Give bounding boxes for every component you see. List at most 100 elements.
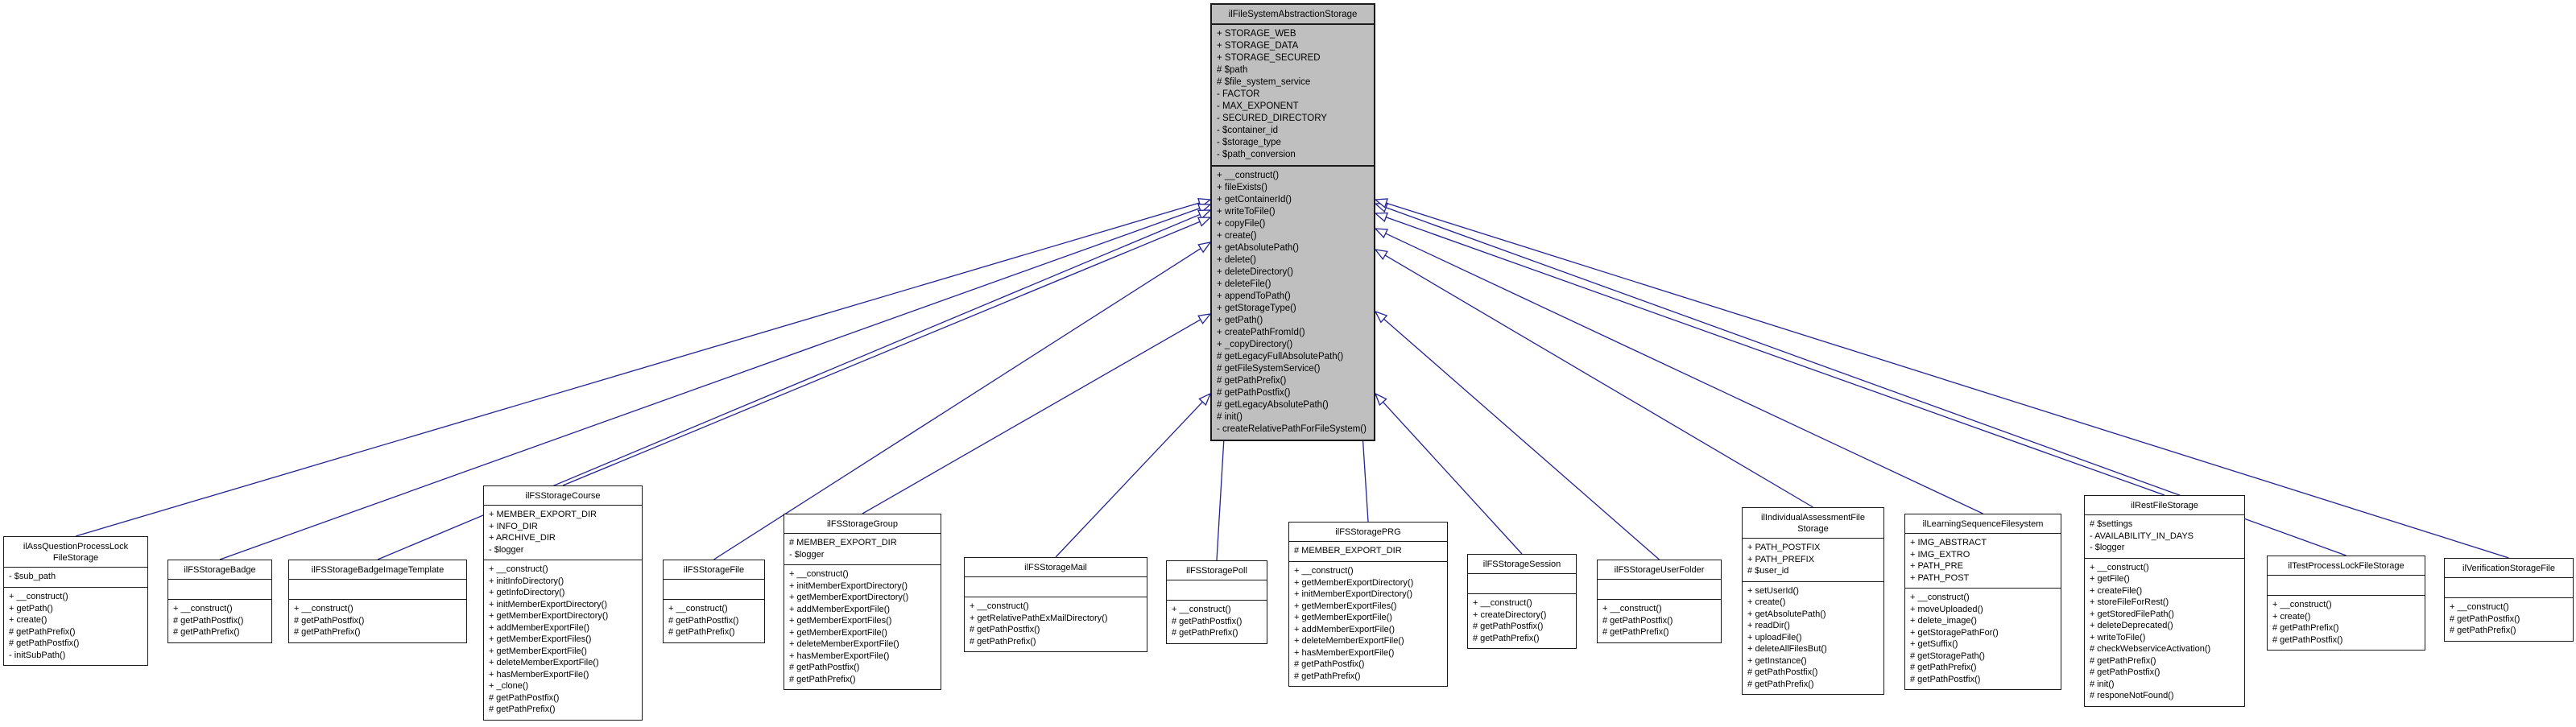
class-node-ilFSStoragePoll: ilFSStoragePoll+ __construct()# getPathP…: [1166, 560, 1267, 644]
inheritance-arrowhead: [1374, 249, 1388, 260]
class-method: + setUserId(): [1747, 585, 1799, 596]
class-method: + deleteAllFilesBut(): [1747, 644, 1827, 654]
class-method: + copyFile(): [1217, 219, 1266, 229]
class-method: + getMemberExportFile(): [1294, 613, 1392, 622]
class-method: + getContainerId(): [1217, 195, 1292, 204]
class-method: + getFile(): [2090, 574, 2130, 584]
class-attribute: - $logger: [2090, 543, 2125, 552]
inheritance-arrowhead: [1374, 392, 1387, 407]
class-methods-section: + __construct()+ moveUploaded()+ delete_…: [1905, 588, 2061, 689]
class-method: + getInfoDirectory(): [489, 588, 565, 597]
inheritance-arrowhead: [1197, 313, 1212, 324]
class-attribute: # MEMBER_EXPORT_DIR: [789, 538, 897, 547]
class-method: - createRelativePathForFileSystem(): [1217, 424, 1367, 434]
class-title-link-ilFSStorageMail[interactable]: ilFSStorageMail: [965, 558, 1147, 576]
class-name: ilRestFileStorage: [2131, 501, 2198, 510]
class-method: # getPathPrefix(): [2272, 623, 2339, 633]
class-name: ilVerificationStorageFile: [2462, 564, 2555, 573]
class-method: # getPathPrefix(): [489, 704, 556, 714]
class-method: # getPathPrefix(): [1473, 633, 1540, 643]
class-attributes-section: # MEMBER_EXPORT_DIR- $logger: [784, 533, 941, 564]
class-method: + fileExists(): [1217, 183, 1267, 192]
class-method: + __construct(): [173, 604, 233, 613]
class-method: + __construct(): [1217, 171, 1280, 180]
class-title-link-ilRestFileStorage[interactable]: ilRestFileStorage: [2085, 496, 2244, 514]
class-name: ilLearningSequenceFilesystem: [1922, 519, 2044, 529]
class-method: + createPathFromId(): [1217, 328, 1305, 337]
class-method: + initMemberExportDirectory(): [789, 580, 908, 591]
inheritance-arrowhead: [1374, 310, 1388, 324]
class-method: + create(): [2272, 611, 2311, 622]
class-method: + deleteMemberExportFile(): [789, 639, 899, 649]
class-methods-section: + __construct()+ initInfoDirectory()+ ge…: [484, 560, 642, 720]
class-method: + deleteDirectory(): [1217, 267, 1293, 277]
class-method: # getFileSystemService(): [1217, 364, 1321, 374]
class-method: # getPathPostfix(): [489, 692, 560, 703]
class-methods-section: + __construct() + fileExists() + getContai…: [1212, 165, 1374, 440]
class-method: # getPathPrefix(): [1217, 376, 1287, 386]
class-method: # getPathPostfix(): [1910, 674, 1981, 684]
class-attribute: - $sub_path: [9, 572, 56, 581]
class-method: + __construct(): [294, 604, 354, 613]
class-method: + _clone(): [489, 681, 529, 691]
class-method: + create(): [9, 615, 48, 625]
class-method: + addMemberExportFile(): [789, 604, 891, 614]
class-method: + getPath(): [9, 603, 53, 613]
class-attribute: + MEMBER_EXPORT_DIR: [489, 510, 597, 519]
class-method: + getMemberExportFiles(): [789, 616, 892, 626]
class-method: # getPathPrefix(): [1294, 671, 1361, 681]
class-title-link-ilFSStorageBadge[interactable]: ilFSStorageBadge: [168, 560, 271, 579]
inheritance-edge: [1386, 202, 2509, 559]
class-title-link-ilFSStorageFile[interactable]: ilFSStorageFile: [664, 560, 764, 579]
class-method: + create(): [1747, 597, 1786, 607]
class-method: + deleteDeprecated(): [2090, 621, 2173, 630]
class-title-link-ilVerificationStorageFile[interactable]: ilVerificationStorageFile: [2445, 559, 2573, 577]
class-attribute: - FACTOR: [1217, 89, 1260, 99]
class-node-ilVerificationStorageFile: ilVerificationStorageFile+ __construct()…: [2444, 558, 2574, 642]
class-title-link-ilTestProcessLockFileStorage[interactable]: ilTestProcessLockFileStorage: [2268, 556, 2425, 575]
class-method: + __construct(): [1473, 598, 1532, 608]
class-attribute: + STORAGE_WEB: [1217, 29, 1296, 39]
class-attributes-section: + IMG_ABSTRACT+ IMG_EXTRO+ PATH_PRE+ PAT…: [1905, 533, 2061, 588]
class-node-ilFSStorageGroup: ilFSStorageGroup# MEMBER_EXPORT_DIR- $lo…: [784, 514, 941, 690]
class-method: + _copyDirectory(): [1217, 340, 1293, 349]
class-title-link-ilFSStorageBadgeImageTemplate[interactable]: ilFSStorageBadgeImageTemplate: [289, 560, 466, 579]
class-methods-section: + __construct()+ initMemberExportDirecto…: [784, 564, 941, 689]
class-name: ilFSStorageUserFolder: [1614, 565, 1705, 575]
class-title-link-ilFSStoragePoll[interactable]: ilFSStoragePoll: [1167, 561, 1267, 580]
inheritance-edge: [1385, 233, 1983, 514]
class-attribute: + IMG_EXTRO: [1910, 549, 1970, 560]
class-method: # getPathPrefix(): [668, 627, 735, 637]
class-method: # init(): [2090, 679, 2115, 689]
inheritance-edge: [219, 208, 1201, 560]
class-node-ilFSStorageUserFolder: ilFSStorageUserFolder+ __construct()# ge…: [1597, 560, 1722, 643]
class-node-ilLearningSequenceFilesystem: ilLearningSequenceFilesystem + IMG_ABSTRA…: [1904, 514, 2061, 690]
class-method: + getRelativePathExMailDirectory(): [970, 613, 1108, 623]
class-title-link-ilFSStorageSession[interactable]: ilFSStorageSession: [1468, 555, 1576, 573]
class-method: + deleteMemberExportFile(): [489, 658, 599, 667]
class-method: # getPathPostfix(): [2450, 613, 2520, 624]
class-method: + __construct(): [668, 604, 728, 613]
class-title-link-ilLearningSequenceFilesystem[interactable]: ilLearningSequenceFilesystem: [1905, 514, 2061, 533]
class-method: + getMemberExportFiles(): [489, 634, 592, 644]
class-title-link-ilFSStorageCourse[interactable]: ilFSStorageCourse: [484, 486, 642, 505]
class-method: + __construct(): [9, 592, 68, 601]
class-method: + delete(): [1217, 255, 1256, 265]
class-title-link-ilFSStorageGroup[interactable]: ilFSStorageGroup: [784, 514, 941, 533]
class-method: + __construct(): [1172, 605, 1231, 614]
class-attribute: - SECURED_DIRECTORY: [1217, 114, 1327, 123]
class-attributes-section: [1468, 573, 1576, 593]
class-title-link-ilFSStoragePRG[interactable]: ilFSStoragePRG: [1289, 523, 1447, 541]
class-method: + getMemberExportFile(): [489, 646, 587, 656]
class-method: + getMemberExportFiles(): [1294, 601, 1397, 611]
class-attributes-section: [289, 579, 466, 599]
class-method: # getStoragePath(): [1910, 651, 1985, 661]
class-name: ilFSStorageCourse: [525, 491, 601, 501]
class-attribute: - $container_id: [1217, 126, 1279, 135]
class-title-link-ilFSStorageUserFolder[interactable]: ilFSStorageUserFolder: [1598, 560, 1721, 579]
class-title-link-ilFileSystemAbstractionStorage[interactable]: ilFileSystemAbstractionStorage: [1212, 5, 1374, 23]
